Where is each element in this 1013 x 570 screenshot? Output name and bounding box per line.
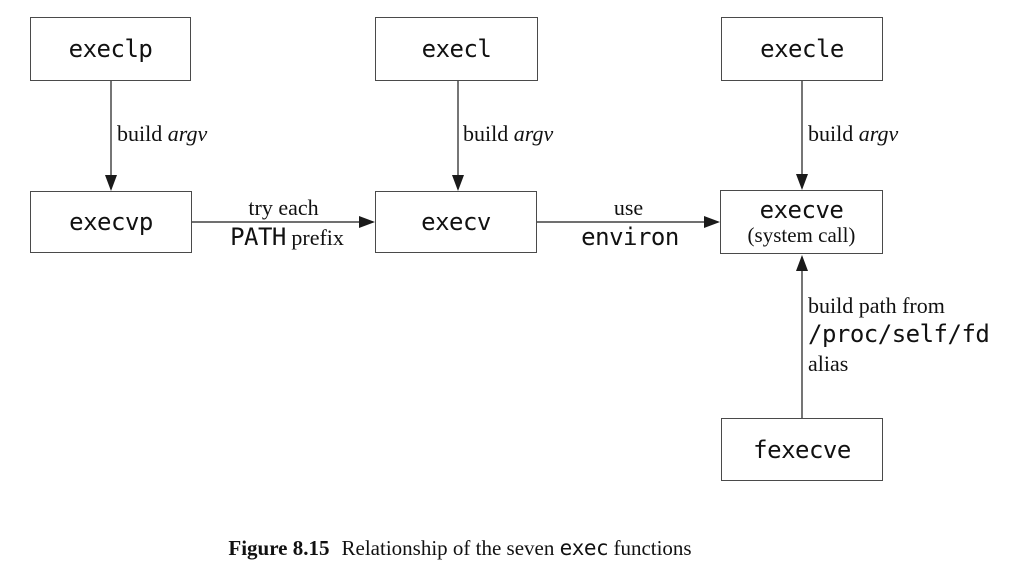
edge-text-line3: alias [808, 351, 849, 376]
caption-code-exec: exec [559, 536, 609, 560]
edge-text: build [117, 121, 163, 146]
edge-label-build-path-from: build path from /proc/self/fd alias [808, 291, 990, 378]
edge-code-path: PATH [230, 223, 286, 251]
edge-text: use [613, 195, 644, 220]
edge-code-environ: environ [581, 223, 679, 251]
edge-text-emphasis: argv [167, 121, 208, 146]
edge-label-use: use [537, 195, 720, 221]
edge-text-line1: build path from [808, 293, 945, 318]
edge-label-build-argv-execlp: build argv [117, 121, 207, 147]
node-execle: execle [721, 17, 883, 81]
edge-text-emphasis: argv [858, 121, 899, 146]
node-execvp: execvp [30, 191, 192, 253]
edge-label-try-each: try each [192, 195, 375, 221]
node-fexecve: fexecve [721, 418, 883, 481]
node-execve-sublabel: (system call) [747, 223, 856, 247]
node-execlp-label: execlp [68, 35, 153, 63]
node-execle-label: execle [760, 35, 844, 63]
node-fexecve-label: fexecve [753, 435, 851, 464]
edge-text: build [463, 121, 509, 146]
edge-label-path-prefix: PATH prefix [192, 224, 382, 251]
edge-label-environ: environ [537, 224, 723, 251]
caption-text-post: functions [613, 536, 692, 560]
node-execl: execl [375, 17, 538, 81]
caption-text-pre: Relationship of the seven [341, 536, 555, 560]
node-execve: execve (system call) [720, 190, 883, 254]
edge-label-build-argv-execl: build argv [463, 121, 553, 147]
node-execlp: execlp [30, 17, 191, 81]
edge-text: try each [248, 195, 319, 220]
figure-number: Figure 8.15 [228, 536, 330, 560]
edge-label-build-argv-execle: build argv [808, 121, 898, 147]
edge-code-proc-self-fd: /proc/self/fd [808, 320, 990, 348]
node-execve-label: execve [759, 196, 844, 224]
node-execl-label: execl [421, 35, 492, 63]
node-execvp-label: execvp [69, 208, 153, 236]
edge-text-emphasis: argv [513, 121, 554, 146]
node-execv-label: execv [421, 208, 491, 236]
figure-caption: Figure 8.15 Relationship of the seven exe… [0, 536, 920, 561]
node-execv: execv [375, 191, 537, 253]
edge-text: build [808, 121, 854, 146]
edge-text: prefix [291, 225, 344, 250]
